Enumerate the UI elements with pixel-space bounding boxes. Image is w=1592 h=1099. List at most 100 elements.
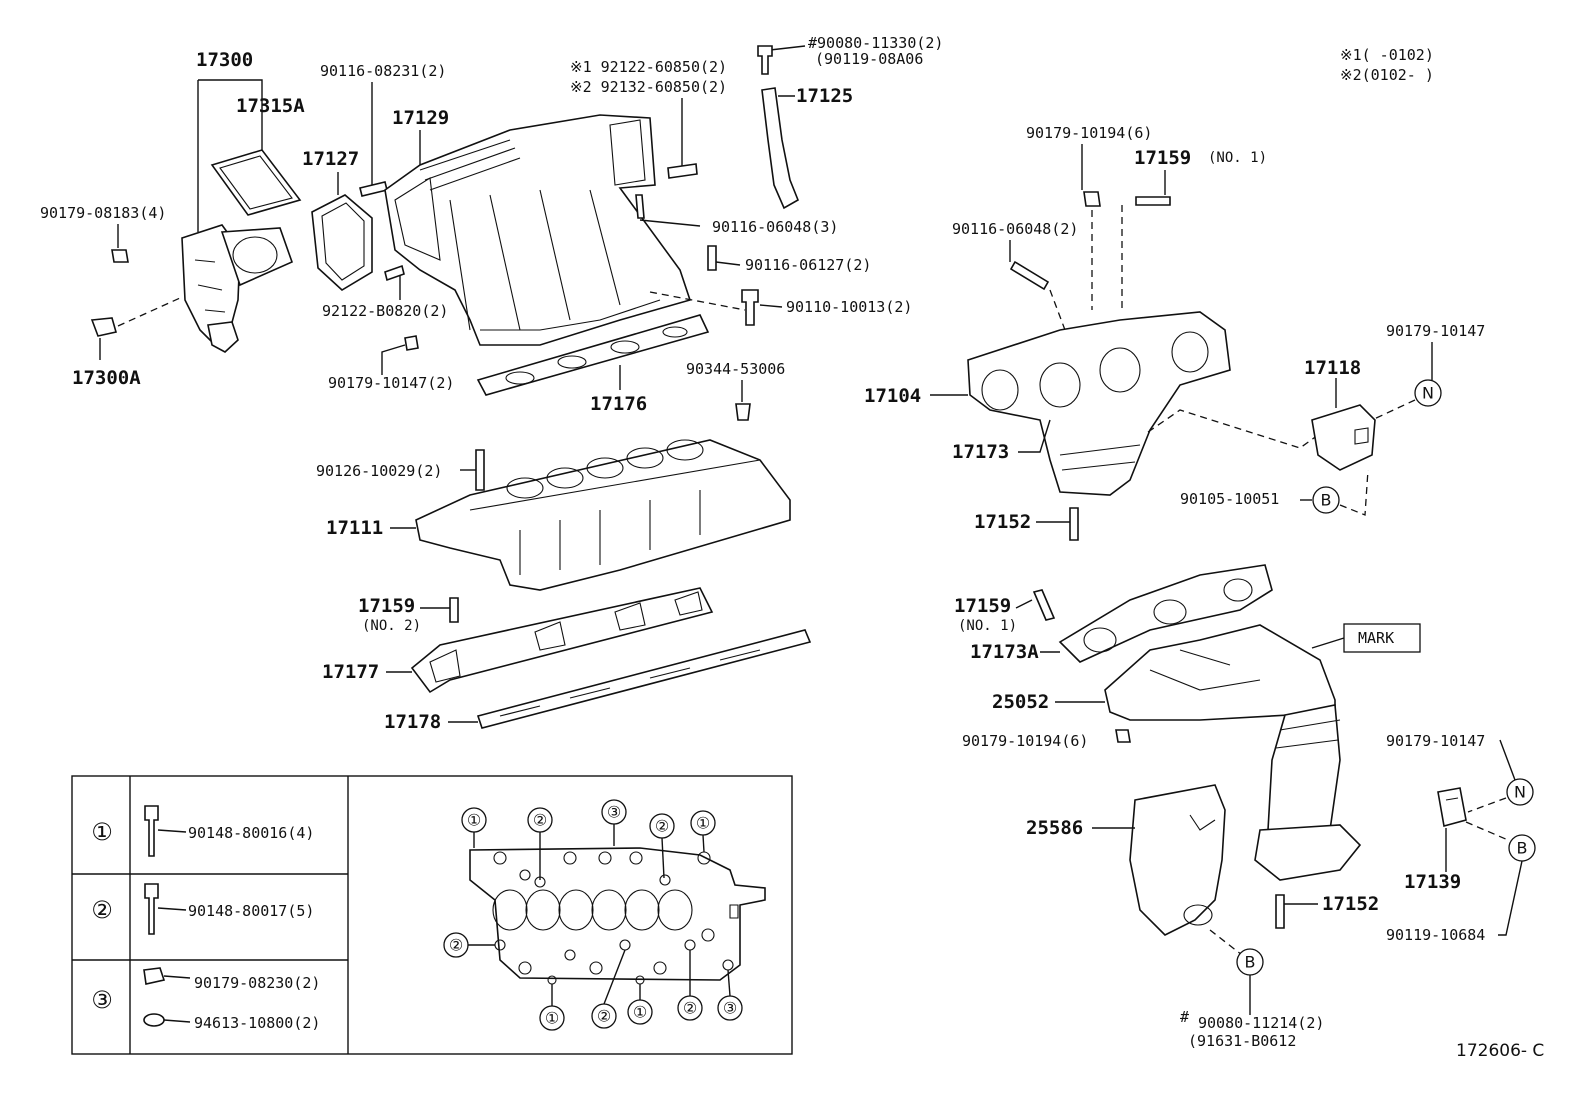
label-92132-60850: ※2 92132-60850(2) bbox=[570, 78, 727, 96]
diagram-mark-1-a: ① bbox=[467, 811, 481, 830]
heat-insulator-25586[interactable] bbox=[1129, 784, 1226, 936]
stud-17159-no1b[interactable] bbox=[1032, 589, 1056, 621]
note-1: ※1( -0102) bbox=[1340, 46, 1434, 64]
diagram-mark-2-e: ② bbox=[683, 999, 697, 1018]
callout-N-a bbox=[1414, 379, 1442, 407]
stud-92122-60850[interactable] bbox=[667, 163, 698, 179]
stud-17159-no2[interactable] bbox=[449, 597, 459, 623]
label-no2: (NO. 2) bbox=[362, 618, 421, 634]
callout-B-b-text: B bbox=[1245, 953, 1256, 972]
label-25586: 25586 bbox=[1026, 817, 1083, 839]
callout-N-b-text: N bbox=[1514, 783, 1526, 802]
label-91631-B0612: (91631-B0612 bbox=[1188, 1032, 1296, 1050]
label-17152b: 17152 bbox=[1322, 893, 1379, 915]
stud-90116-08231[interactable] bbox=[359, 181, 388, 197]
label-17178: 17178 bbox=[384, 711, 441, 733]
label-no1a: (NO. 1) bbox=[1208, 150, 1267, 166]
label-90080-11214: 90080-11214(2) bbox=[1198, 1014, 1324, 1032]
bolt-90110-10013[interactable] bbox=[741, 289, 759, 326]
nut-90179-10147-2[interactable] bbox=[404, 335, 419, 351]
label-90119-08A06: (90119-08A06 bbox=[815, 50, 923, 68]
mark-label: MARK bbox=[1358, 629, 1394, 647]
stud-17152b[interactable] bbox=[1275, 894, 1285, 929]
gasket-17315A[interactable] bbox=[210, 149, 302, 216]
gasket-17173A[interactable] bbox=[1058, 564, 1273, 663]
bolt-90080-11330[interactable] bbox=[757, 45, 773, 75]
callout-B-a bbox=[1312, 486, 1340, 514]
sensor-17300A[interactable] bbox=[90, 317, 118, 337]
label-90179-10147b: 90179-10147 bbox=[1386, 732, 1485, 750]
nut-90179-10194-a[interactable] bbox=[1083, 191, 1101, 207]
legend-row2-part: 90148-80017(5) bbox=[188, 902, 314, 920]
stud-90126-10029[interactable] bbox=[475, 449, 485, 491]
callout-B-c-text: B bbox=[1517, 839, 1528, 858]
label-90179-10147a: 90179-10147 bbox=[1386, 322, 1485, 340]
label-17127: 17127 bbox=[302, 148, 359, 170]
gasket-17127[interactable] bbox=[311, 194, 373, 291]
throttle-body-17300[interactable] bbox=[181, 224, 294, 353]
diagram-mark-2-b: ② bbox=[655, 817, 669, 836]
stud-17152a[interactable] bbox=[1069, 507, 1079, 541]
bracket-17139[interactable] bbox=[1437, 787, 1467, 828]
legend-row1-part: 90148-80016(4) bbox=[188, 824, 314, 842]
lower-intake-17111[interactable] bbox=[415, 439, 791, 591]
label-25052: 25052 bbox=[992, 691, 1049, 713]
callout-N-b bbox=[1506, 778, 1534, 806]
stud-90116-06127[interactable] bbox=[707, 245, 717, 271]
exhaust-manifold-25052[interactable] bbox=[1104, 624, 1362, 881]
note-2: ※2(0102- ) bbox=[1340, 66, 1434, 84]
label-92122-60850: ※1 92122-60850(2) bbox=[570, 58, 727, 76]
stud-90116-06048-3[interactable] bbox=[635, 194, 645, 219]
label-17300A: 17300A bbox=[72, 367, 141, 389]
legend-row3-num: ③ bbox=[91, 986, 113, 1014]
label-17176: 17176 bbox=[590, 393, 647, 415]
label-17139: 17139 bbox=[1404, 871, 1461, 893]
legend-row3-part2: 94613-10800(2) bbox=[194, 1014, 320, 1032]
label-90179-10194-6a: 90179-10194(6) bbox=[1026, 124, 1152, 142]
nut-90179-08183[interactable] bbox=[111, 249, 129, 263]
label-no1b: (NO. 1) bbox=[958, 618, 1017, 634]
label-90080-11330: #90080-11330(2) bbox=[808, 34, 943, 52]
legend-row3-part1: 90179-08230(2) bbox=[194, 974, 320, 992]
label-17159-no1a: 17159 bbox=[1134, 147, 1191, 169]
gasket-17176[interactable] bbox=[476, 314, 710, 396]
bolt-icon-90148-80016 bbox=[144, 805, 159, 857]
label-90179-08183: 90179-08183(4) bbox=[40, 204, 166, 222]
nut-90179-10194-b[interactable] bbox=[1115, 729, 1131, 743]
label-17129: 17129 bbox=[392, 107, 449, 129]
diagram-mark-2-d: ② bbox=[597, 1007, 611, 1026]
label-90116-06048-2: 90116-06048(2) bbox=[952, 220, 1078, 238]
nut-icon-90179-08230 bbox=[143, 967, 166, 985]
stay-17125[interactable] bbox=[761, 87, 800, 210]
label-90110-10013: 90110-10013(2) bbox=[786, 298, 912, 316]
bracket-17118[interactable] bbox=[1311, 404, 1376, 471]
label-17300: 17300 bbox=[196, 49, 253, 71]
label-90179-10194-6b: 90179-10194(6) bbox=[962, 732, 1088, 750]
stud-90116-06048-2[interactable] bbox=[1009, 260, 1050, 291]
plug-90344-53006[interactable] bbox=[735, 403, 751, 421]
diagram-mark-1-c: ① bbox=[545, 1009, 559, 1028]
washer-icon-94613-10800 bbox=[143, 1013, 165, 1027]
label-17125: 17125 bbox=[796, 85, 853, 107]
label-90116-06048-3: 90116-06048(3) bbox=[712, 218, 838, 236]
diagram-mark-3-b: ③ bbox=[723, 999, 737, 1018]
label-17118: 17118 bbox=[1304, 357, 1361, 379]
exhaust-manifold-17104[interactable] bbox=[967, 311, 1231, 496]
gasket-17177[interactable] bbox=[410, 587, 714, 694]
diagram-mark-2-a: ② bbox=[533, 811, 547, 830]
label-90116-08231: 90116-08231(2) bbox=[320, 62, 446, 80]
intake-plenum-17129[interactable] bbox=[384, 114, 692, 346]
stud-17159-no1a[interactable] bbox=[1135, 196, 1171, 206]
label-90126-10029: 90126-10029(2) bbox=[316, 462, 442, 480]
label-17111: 17111 bbox=[326, 517, 383, 539]
diagram-code: 172606- C bbox=[1456, 1041, 1544, 1061]
bolt-icon-90148-80017 bbox=[144, 883, 159, 935]
label-17315A: 17315A bbox=[236, 95, 305, 117]
gasket-17178[interactable] bbox=[476, 629, 812, 729]
label-92122-B0820: 92122-B0820(2) bbox=[322, 302, 448, 320]
stud-92122-B0820[interactable] bbox=[384, 264, 405, 282]
label-90179-10147-2: 90179-10147(2) bbox=[328, 374, 454, 392]
label-17104: 17104 bbox=[864, 385, 921, 407]
